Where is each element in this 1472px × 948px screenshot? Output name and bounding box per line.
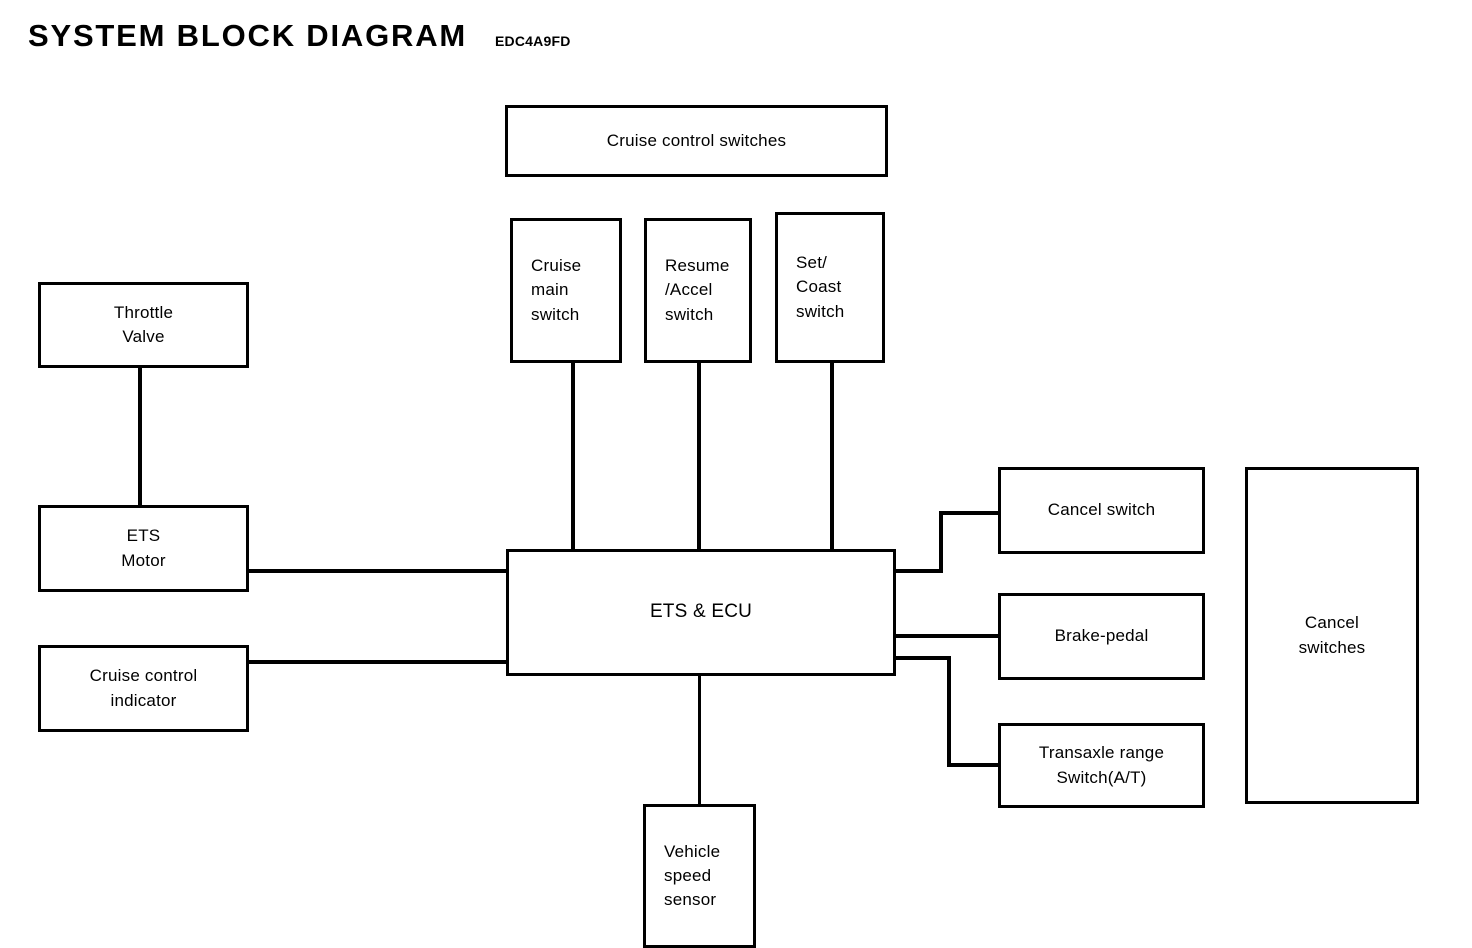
block-cruise-control-indicator[interactable]: Cruise control indicator	[38, 645, 249, 732]
block-set-coast-switch[interactable]: Set/ Coast switch	[775, 212, 885, 363]
block-label: Throttle Valve	[113, 302, 174, 346]
block-label: Cruise main switch	[531, 256, 582, 324]
block-label: ETS Motor	[121, 526, 166, 570]
block-label: Cancel switch	[1047, 500, 1156, 520]
block-cancel-switch[interactable]: Cancel switch	[998, 467, 1205, 554]
block-label: Transaxle range Switch(A/T)	[1038, 743, 1165, 787]
page-title: SYSTEM BLOCK DIAGRAM	[28, 18, 467, 53]
connector-ecu-to-transaxle-seg3	[947, 763, 1001, 767]
block-ets-ecu[interactable]: ETS & ECU	[506, 549, 896, 676]
block-label: Brake-pedal	[1054, 626, 1149, 646]
block-resume-accel-switch[interactable]: Resume /Accel switch	[644, 218, 752, 363]
block-ets-motor[interactable]: ETS Motor	[38, 505, 249, 592]
block-transaxle-range-switch[interactable]: Transaxle range Switch(A/T)	[998, 723, 1205, 808]
block-label: Set/ Coast switch	[796, 253, 845, 321]
block-label: Cancel switches	[1298, 613, 1366, 657]
connector-ecu-to-brake-pedal	[893, 634, 1001, 638]
connector-cruise-main-switch-to-ecu	[571, 360, 575, 552]
block-label: Cruise control indicator	[89, 666, 198, 710]
connector-cruise-indicator-to-ecu	[246, 660, 508, 664]
block-cruise-main-switch[interactable]: Cruise main switch	[510, 218, 622, 363]
diagram-code: EDC4A9FD	[495, 33, 571, 49]
connector-ecu-to-transaxle-seg1	[893, 656, 951, 660]
connector-ecu-to-cancel-switch-seg1	[893, 569, 943, 573]
connector-ecu-to-transaxle-seg2	[947, 656, 951, 767]
block-label: Cruise control switches	[606, 130, 787, 150]
block-vehicle-speed-sensor[interactable]: Vehicle speed sensor	[643, 804, 756, 948]
connector-resume-accel-switch-to-ecu	[697, 360, 701, 552]
block-cancel-switches-group[interactable]: Cancel switches	[1245, 467, 1419, 804]
block-label: Resume /Accel switch	[665, 256, 730, 324]
block-cruise-control-switches[interactable]: Cruise control switches	[505, 105, 888, 177]
block-brake-pedal[interactable]: Brake-pedal	[998, 593, 1205, 680]
block-label: ETS & ECU	[649, 601, 753, 623]
block-label: Vehicle speed sensor	[664, 841, 721, 910]
connector-ecu-to-cancel-switch-seg2	[939, 511, 943, 573]
block-throttle-valve[interactable]: Throttle Valve	[38, 282, 249, 368]
connector-ecu-to-cancel-switch-seg3	[939, 511, 1001, 515]
connector-throttle-valve-to-ets-motor	[138, 365, 142, 508]
connector-set-coast-switch-to-ecu	[830, 360, 834, 552]
diagram-header: SYSTEM BLOCK DIAGRAM EDC4A9FD	[28, 20, 571, 51]
connector-ets-motor-to-ecu	[246, 569, 508, 573]
connector-ecu-to-vehicle-speed-sensor	[698, 672, 701, 806]
